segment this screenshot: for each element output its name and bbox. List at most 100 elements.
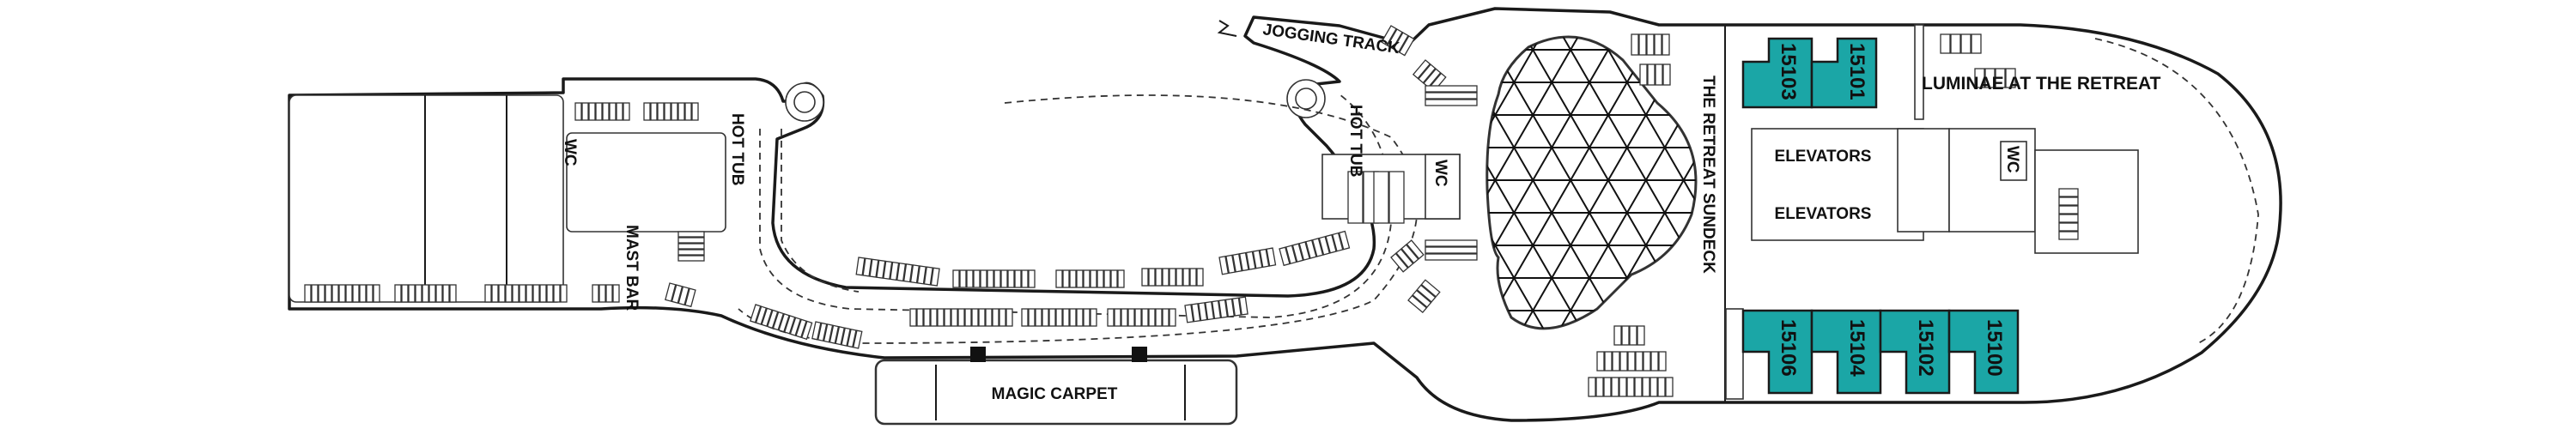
deck-chair <box>1225 254 1236 275</box>
cabin-15101[interactable]: 15101 <box>1810 37 1878 109</box>
deck-chair <box>1048 308 1056 327</box>
deck-chair <box>823 323 834 343</box>
deck-chair <box>1176 268 1183 287</box>
cabin-15104[interactable]: 15104 <box>1810 309 1882 395</box>
deck-chair <box>1155 308 1163 327</box>
deck-chair <box>1649 377 1658 397</box>
deck-chair <box>1028 308 1036 327</box>
deck-chair <box>1613 325 1622 346</box>
deck-chair <box>616 102 623 121</box>
cabin-15106[interactable]: 15106 <box>1741 309 1814 395</box>
magic-carpet[interactable]: MAGIC CARPET <box>874 347 1238 426</box>
deck-chair <box>959 269 967 288</box>
deck-chair <box>835 326 846 346</box>
lounger-row <box>811 321 863 349</box>
deck-chair <box>1148 268 1156 287</box>
lounger-row <box>1588 377 1674 397</box>
deck-chair <box>937 308 945 327</box>
deck-chair <box>1425 99 1478 106</box>
deck-chair <box>352 284 360 303</box>
deck-chair <box>1662 33 1670 56</box>
deck-chair <box>1654 33 1662 56</box>
deck-chair <box>987 269 994 288</box>
deck-chair <box>643 102 651 121</box>
deck-chair <box>923 308 931 327</box>
deck-chair <box>1218 299 1229 318</box>
deck-chair <box>1069 308 1077 327</box>
deck-chair <box>623 102 630 121</box>
deck-chair <box>766 309 779 329</box>
dome-grid-line <box>1589 37 1696 329</box>
deck-chair <box>944 308 951 327</box>
deck-chair <box>428 284 436 303</box>
deck-chair <box>546 284 554 303</box>
lounger-row <box>1974 68 2016 88</box>
deck-chair <box>855 257 866 276</box>
deck-chair <box>1318 235 1331 256</box>
elevators-upper-label: ELEVATORS <box>1775 148 1872 166</box>
deck-chair <box>1611 377 1619 397</box>
deck-chair <box>755 305 768 325</box>
deck-chair <box>665 282 677 302</box>
deck-chair <box>671 102 678 121</box>
deck-chair <box>930 308 938 327</box>
aft-bar-area <box>566 132 726 233</box>
deck-chair <box>1155 268 1163 287</box>
deck-chair <box>993 269 1001 288</box>
deck-chair <box>841 327 851 347</box>
lounger-row <box>1390 239 1425 273</box>
deck-chair <box>1655 63 1663 86</box>
deck-chair <box>1412 289 1432 308</box>
deck-chair <box>1332 232 1344 252</box>
deck-chair <box>1148 308 1156 327</box>
deck-chair <box>691 102 699 121</box>
deck-chair <box>957 308 965 327</box>
cabin-15102[interactable]: 15102 <box>1879 309 1951 395</box>
deck-chair <box>1425 246 1478 254</box>
deck-chair <box>1373 171 1389 224</box>
deck-chair <box>1069 269 1077 288</box>
cabin-15103[interactable]: 15103 <box>1741 37 1814 109</box>
deck-chair <box>1390 252 1409 273</box>
deck-chair <box>992 308 999 327</box>
deck-chair <box>999 308 1006 327</box>
sports-court[interactable] <box>289 94 564 303</box>
deck-chair <box>650 102 658 121</box>
deck-chair <box>1638 33 1647 56</box>
lounger-row <box>1107 308 1176 327</box>
deck-chair <box>1007 269 1015 288</box>
deck-chair <box>373 284 380 303</box>
deck-chair <box>318 284 325 303</box>
lounger-row <box>1279 230 1351 267</box>
deck-chair <box>1266 247 1277 267</box>
deck-chair <box>1665 377 1674 397</box>
deck-chair <box>422 284 429 303</box>
deck-chair <box>902 263 914 283</box>
cabin-15100[interactable]: 15100 <box>1947 309 2020 395</box>
elevators-lower-label: ELEVATORS <box>1775 205 1872 223</box>
deck-chair <box>1252 250 1263 269</box>
deck-chair <box>1184 304 1194 323</box>
lounger-row <box>574 102 630 121</box>
deck-chair <box>581 102 589 121</box>
deck-chair <box>1090 269 1097 288</box>
lounger-row <box>909 308 1013 327</box>
deck-chair <box>1398 35 1415 57</box>
deck-chair <box>1169 268 1176 287</box>
deck-chair <box>1291 243 1304 263</box>
deck-chair <box>1984 68 1996 88</box>
deck-chair <box>1595 377 1604 397</box>
deck-chair <box>1631 33 1639 56</box>
deck-chair <box>1406 239 1425 260</box>
deck-chair <box>1995 68 2006 88</box>
deck-chair <box>1647 63 1656 86</box>
deck-chair <box>1387 28 1403 50</box>
deck-chair <box>519 284 526 303</box>
deck-chair <box>1305 239 1317 259</box>
deck-chair <box>1028 269 1036 288</box>
deck-chair <box>869 258 879 278</box>
deck-chair <box>1127 308 1135 327</box>
deck-chair <box>1588 377 1596 397</box>
deck-chair <box>1198 302 1208 322</box>
